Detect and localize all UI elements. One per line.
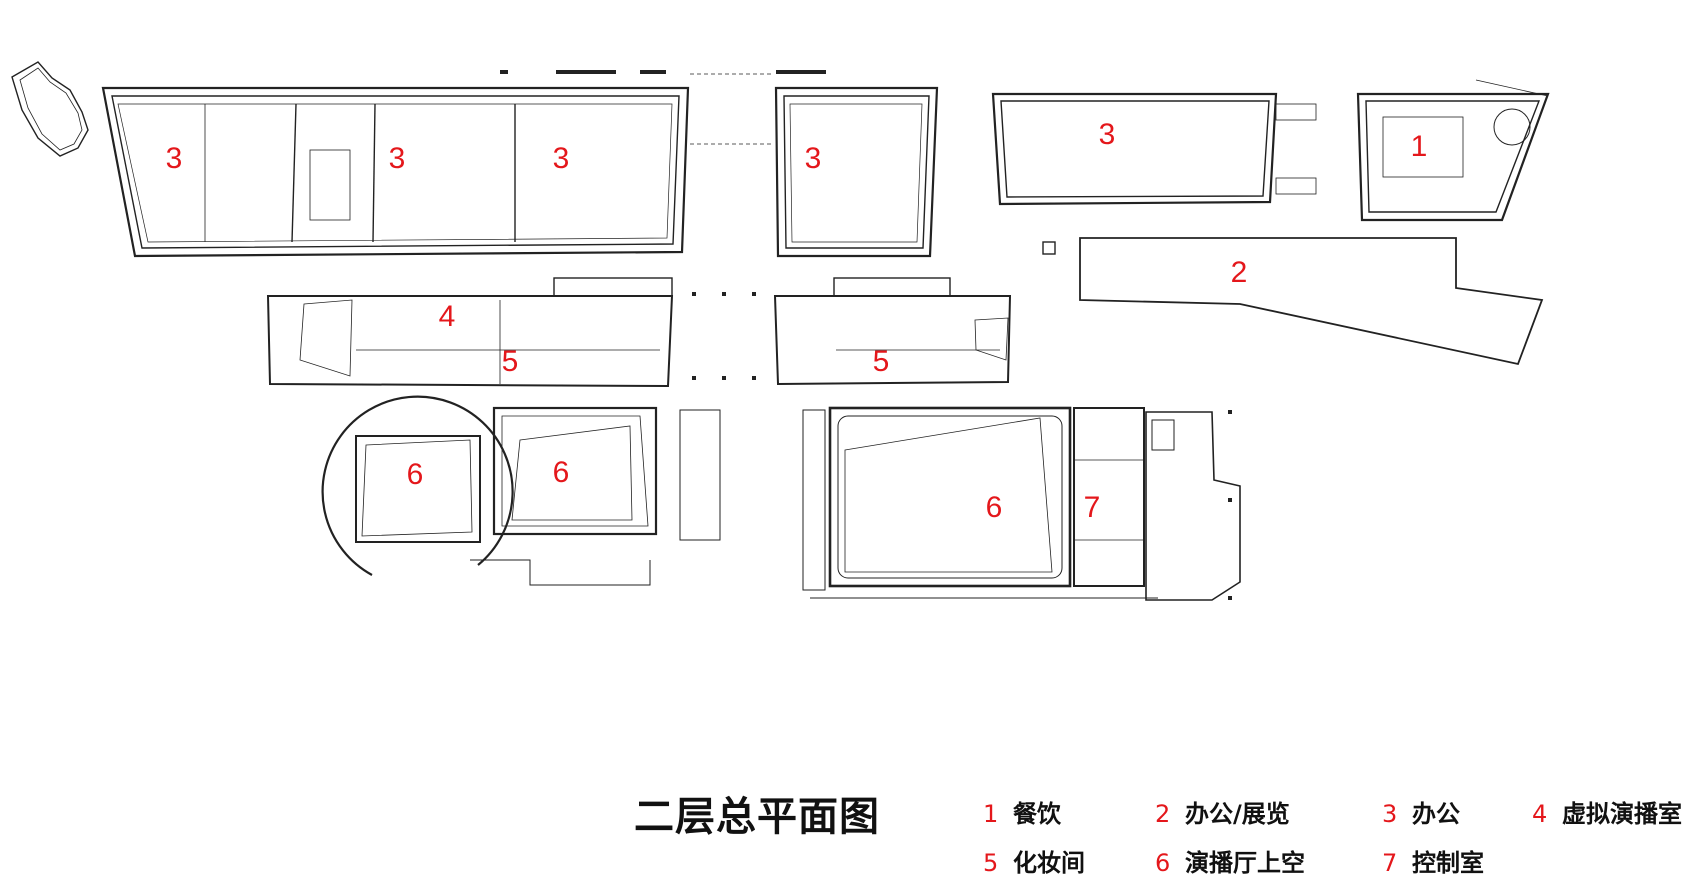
office-block-west-inner — [111, 95, 680, 249]
room-label-office: 3 — [388, 142, 406, 175]
round-studio-arc — [321, 395, 514, 576]
room-label-studio-void: 6 — [406, 458, 424, 491]
restaurant-outline — [1356, 92, 1550, 222]
east-annex — [1145, 411, 1241, 601]
legend-number: 1 — [983, 800, 999, 828]
room-label-control-room: 7 — [1083, 491, 1101, 524]
legend-item: 1 餐饮 — [983, 800, 1061, 828]
studio-block-west-outline — [266, 295, 674, 388]
legend-text: 控制室 — [1412, 849, 1484, 877]
legend-item: 6 演播厅上空 — [1155, 849, 1305, 877]
legend-number: 5 — [983, 849, 999, 877]
room-label-studio-void: 6 — [985, 491, 1003, 524]
office-block-west-outline — [101, 86, 690, 258]
room-label-makeup-room: 5 — [501, 345, 519, 378]
legend-item: 2 办公/展览 — [1155, 800, 1290, 828]
room-label-restaurant: 1 — [1410, 130, 1428, 163]
studio-hall-large — [828, 406, 1072, 588]
room-label-makeup-room: 5 — [872, 345, 890, 378]
legend-item: 3 办公 — [1382, 800, 1460, 828]
legend-item: 7 控制室 — [1382, 849, 1484, 877]
room-label-office: 3 — [804, 142, 822, 175]
room-label-office: 3 — [165, 142, 183, 175]
legend-number: 7 — [1382, 849, 1398, 877]
legend-text: 办公 — [1412, 800, 1460, 828]
exhibition-outline — [1079, 237, 1544, 366]
legend-text: 虚拟演播室 — [1562, 800, 1682, 828]
legend-number: 2 — [1155, 800, 1171, 828]
outbuilding-outline — [11, 61, 89, 157]
round-studio-room — [355, 435, 481, 543]
legend-number: 3 — [1382, 800, 1398, 828]
room-label-studio-void: 6 — [552, 456, 570, 489]
legend-number: 6 — [1155, 849, 1171, 877]
room-label-office: 3 — [552, 142, 570, 175]
studio-block-east-outline — [773, 295, 1012, 386]
control-room — [1073, 407, 1145, 587]
legend-text: 演播厅上空 — [1185, 849, 1305, 877]
studio-hall-west — [492, 406, 658, 536]
legend-text: 办公/展览 — [1185, 800, 1290, 828]
outbuilding-inner — [19, 67, 83, 151]
room-label-virtual-studio: 4 — [438, 300, 456, 333]
legend-text: 化妆间 — [1013, 849, 1085, 877]
room-label-office-exhibition: 2 — [1230, 256, 1248, 289]
room-label-office: 3 — [1098, 118, 1116, 151]
plan-title: 二层总平面图 — [634, 794, 880, 840]
legend-item: 4 虚拟演播室 — [1532, 800, 1682, 828]
office-block-east-outline — [991, 92, 1278, 206]
legend-item: 5 化妆间 — [983, 849, 1085, 877]
legend-number: 4 — [1532, 800, 1548, 828]
office-block-mid-outline — [774, 86, 939, 258]
legend-text: 餐饮 — [1013, 800, 1061, 828]
